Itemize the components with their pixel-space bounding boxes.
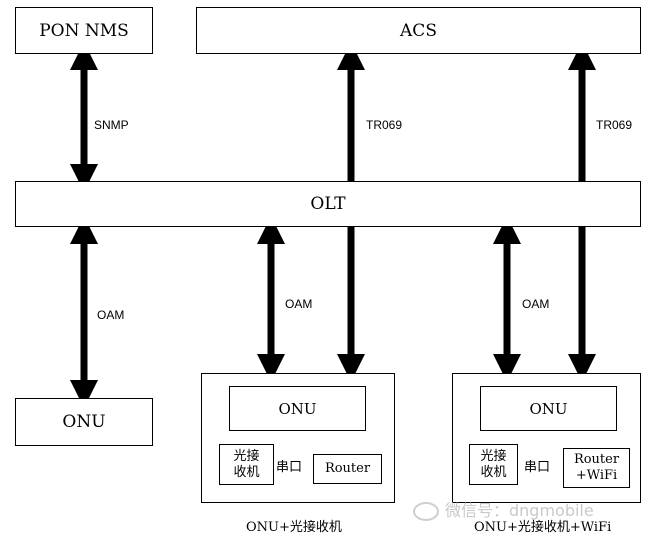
olt-label: OLT — [310, 194, 346, 214]
watermark-text: 微信号：dngmobile — [445, 501, 594, 520]
oam-label-left: OAM — [97, 308, 125, 322]
onu-middle-label: ONU — [278, 399, 317, 418]
onu-box-right: ONU — [480, 386, 617, 431]
router-box-middle: Router — [313, 454, 382, 484]
router-box-right: Router +WiFi — [563, 448, 630, 488]
oam-label-middle: OAM — [285, 297, 313, 311]
onu-box-middle: ONU — [229, 386, 366, 431]
olt-box: OLT — [15, 181, 641, 227]
snmp-label: SNMP — [94, 118, 129, 132]
oam-label-right: OAM — [522, 297, 550, 311]
acs-label: ACS — [400, 20, 437, 41]
chat-icon — [413, 502, 439, 521]
router-middle-label: Router — [324, 461, 371, 476]
serial-label-right: 串口 — [524, 460, 551, 475]
optical-receiver-middle-label: 光接 收机 — [233, 448, 260, 480]
optical-receiver-right: 光接 收机 — [469, 444, 518, 485]
onu-box-left: ONU — [15, 398, 153, 446]
caption-middle: ONU+光接收机 — [246, 520, 342, 535]
acs-box: ACS — [196, 7, 641, 54]
onu-right-label: ONU — [529, 399, 568, 418]
pon-nms-box: PON NMS — [15, 7, 153, 54]
router-right-label: Router +WiFi — [573, 452, 620, 483]
optical-receiver-middle: 光接 收机 — [219, 444, 274, 485]
watermark: 微信号：dngmobile — [413, 497, 594, 521]
tr069-label-right: TR069 — [596, 118, 633, 132]
caption-right: ONU+光接收机+WiFi — [474, 520, 612, 535]
pon-nms-label: PON NMS — [39, 20, 129, 41]
tr069-label-middle: TR069 — [366, 118, 403, 132]
serial-label-middle: 串口 — [276, 460, 303, 475]
onu-left-label: ONU — [62, 412, 106, 432]
optical-receiver-right-label: 光接 收机 — [480, 448, 507, 480]
